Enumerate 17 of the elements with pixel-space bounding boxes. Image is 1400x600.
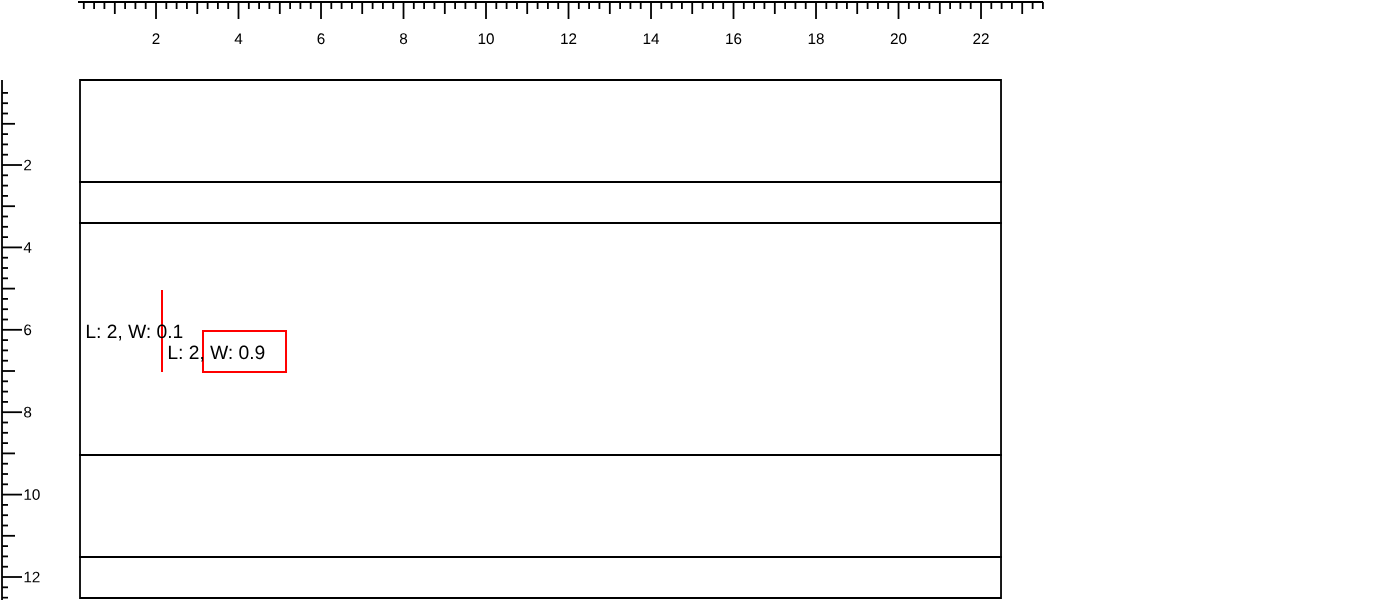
tick-label: 22 xyxy=(973,33,989,44)
tick-label: 10 xyxy=(24,489,40,500)
tick-label: 12 xyxy=(24,571,40,583)
tick-label: 20 xyxy=(890,33,907,45)
tick-label: 14 xyxy=(643,33,660,44)
tick-label: 2 xyxy=(152,33,160,44)
tick-label: 6 xyxy=(317,33,325,45)
tick-label: 16 xyxy=(726,33,742,45)
tick-label: 2 xyxy=(24,159,32,171)
tick-label: 18 xyxy=(808,33,824,45)
tick-label: 12 xyxy=(561,33,577,44)
tick-label: 10 xyxy=(478,33,494,45)
tick-label: 8 xyxy=(399,33,408,45)
tick-label: 4 xyxy=(234,33,243,44)
tick-label: 6 xyxy=(24,324,32,336)
tick-label: 8 xyxy=(24,406,32,418)
tick-label: 4 xyxy=(23,242,32,253)
